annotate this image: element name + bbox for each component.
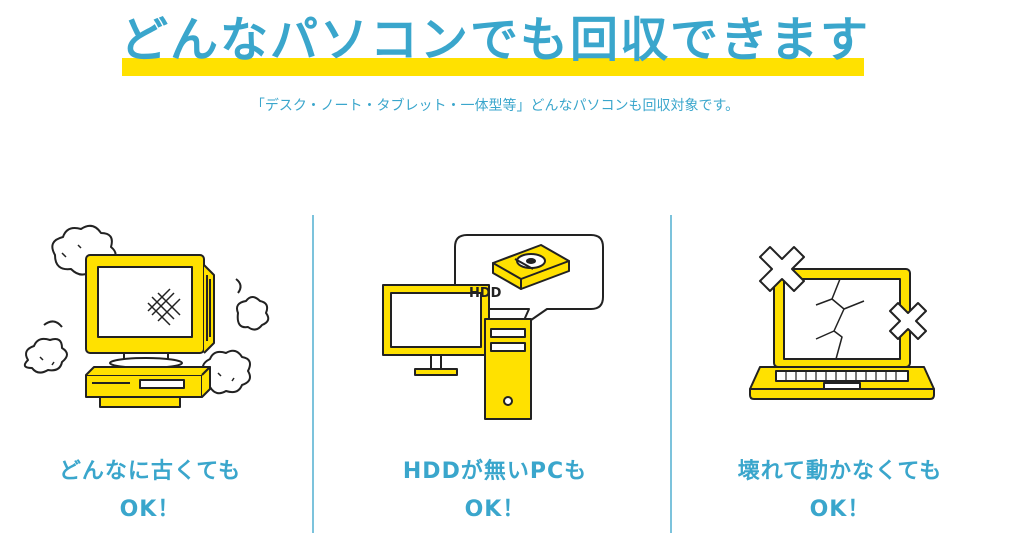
caption-line2: OK！ [119,497,181,522]
feature-old-pc: どんなに古くても OK！ [0,215,300,543]
feature-no-hdd: HDD HDDが無いPCも OK！ [345,215,645,543]
caption-line1: どんなに古くても [58,459,242,484]
caption-line1: HDDが無いPCも [402,459,588,484]
caption-line2: OK！ [464,497,526,522]
caption-line1: 壊れて動かなくても [737,459,943,484]
old-computer-icon [23,224,270,408]
pc-without-hdd-icon: HDD [382,234,604,420]
caption-line2: OK！ [809,497,871,522]
feature-broken-pc: 壊れて動かなくても OK！ [690,215,990,543]
feature-caption: HDDが無いPCも OK！ [345,453,645,529]
page-subtitle: 「デスク・ノート・タブレット・一体型等」どんなパソコンも回収対象です。 [250,98,740,114]
broken-laptop-icon [749,246,935,400]
hdd-label: HDD [469,286,502,301]
feature-caption: 壊れて動かなくても OK！ [690,453,990,529]
column-divider [670,215,672,533]
title-highlight [122,58,864,76]
feature-caption: どんなに古くても OK！ [0,453,300,529]
header: どんなパソコンでも回収できます [0,0,1024,80]
column-divider [312,215,314,533]
page-title: どんなパソコンでも回収できます [119,12,870,68]
